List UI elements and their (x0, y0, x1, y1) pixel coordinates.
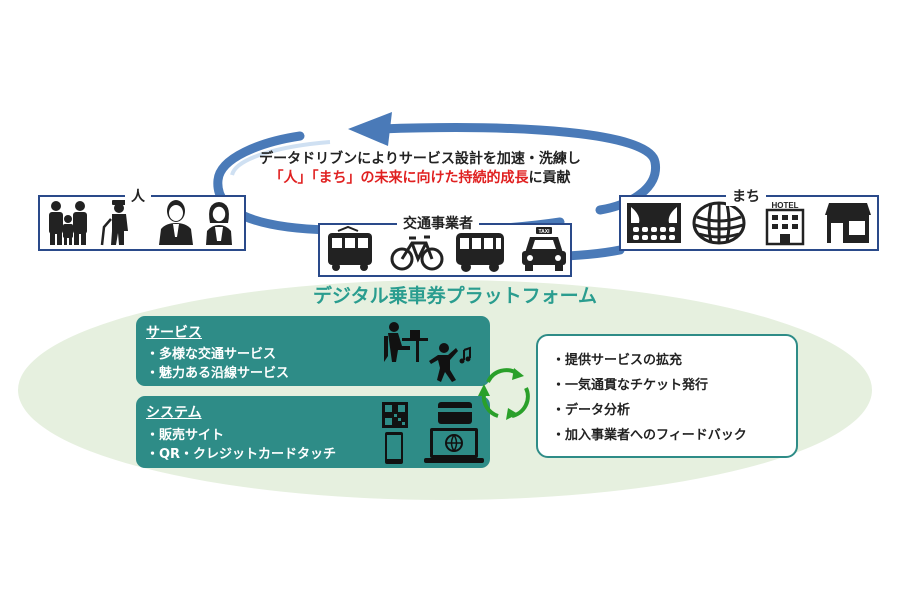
bus-icon (456, 233, 504, 272)
cycle-caption-line2: 「人」「まち」の未来に向けた持続的成長に貢献 (200, 167, 640, 187)
services-item: ・魅力ある沿線サービス (146, 366, 290, 381)
services-item: ・多様な交通サービス (146, 347, 277, 362)
cycle-caption-line1: データドリブンによりサービス設計を加速・洗練し (259, 151, 581, 167)
people-group-label: 人 (125, 186, 151, 206)
shop-icon (825, 203, 871, 243)
laptop-globe-icon (424, 428, 484, 463)
smartphone-icon (385, 432, 403, 464)
platform-title: デジタル乗車券プラットフォーム (312, 285, 598, 307)
cycle-caption-highlight: 「人」「まち」の未来に向けた持続的成長 (269, 170, 529, 186)
benefit-item: ・データ分析 (552, 403, 631, 418)
train-icon (328, 225, 372, 271)
benefit-item: ・一気通貫なチケット発行 (552, 378, 709, 393)
theater-icon (627, 203, 681, 243)
systems-heading: システム (146, 405, 202, 421)
qr-code-icon (382, 402, 408, 428)
benefits-box: ・提供サービスの拡充 ・一気通貫なチケット発行 ・データ分析 ・加入事業者へのフ… (536, 334, 798, 458)
systems-item: ・QR・クレジットカードタッチ (146, 447, 337, 462)
cycle-arrowhead (348, 112, 392, 146)
taxi-icon: TAXI (522, 227, 566, 271)
hotel-sign-text: HOTEL (771, 201, 798, 210)
bicycle-icon (390, 235, 444, 271)
stadium-icon (692, 201, 746, 245)
businessman-icon (159, 200, 193, 245)
transport-group-label: 交通事業者 (397, 213, 479, 233)
services-box: サービス ・多様な交通サービス ・魅力ある沿線サービス (136, 316, 490, 386)
cycle-caption-rest: に貢献 (528, 170, 571, 186)
people-group-box (38, 195, 246, 251)
refresh-cycle-icon (478, 368, 530, 420)
credit-card-icon (438, 402, 472, 424)
family-icon (49, 201, 87, 245)
woman-icon (206, 202, 232, 245)
elderly-person-icon (100, 200, 128, 246)
taxi-sign-text: TAXI (538, 229, 550, 235)
cycle-glow (230, 140, 331, 176)
systems-item: ・販売サイト (146, 428, 225, 443)
hotel-icon: HOTEL (765, 201, 805, 246)
systems-box: システム ・販売サイト ・QR・クレジットカードタッチ (136, 396, 490, 468)
desk-worker-icon (384, 322, 428, 362)
benefit-item: ・加入事業者へのフィードバック (552, 428, 747, 443)
services-heading: サービス (146, 325, 202, 341)
dancing-person-icon (429, 343, 471, 382)
town-group-label: まち (726, 186, 766, 206)
benefit-item: ・提供サービスの拡充 (552, 353, 683, 368)
